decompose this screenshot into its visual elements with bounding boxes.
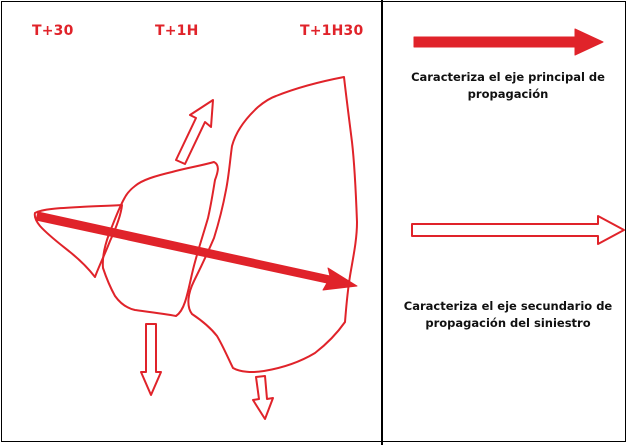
secondary-arrow-south-left — [140, 323, 162, 396]
legend-secondary-axis-text: Caracteriza el eje secundario de propaga… — [403, 299, 613, 330]
legend-main-axis-text: Caracteriza el eje principal de propagac… — [411, 70, 605, 101]
time-label-t30: T+30 — [32, 23, 74, 39]
time-label-t1h30: T+1H30 — [300, 23, 364, 39]
fire-perimeter-t1h — [101, 161, 219, 317]
secondary-arrow-south-right — [252, 375, 274, 420]
fire-perimeter-t1h30 — [187, 76, 358, 373]
secondary-arrow-north — [175, 99, 214, 165]
time-label-t1h: T+1H — [155, 23, 199, 39]
column-divider — [381, 0, 383, 445]
main-propagation-arrow — [35, 211, 358, 291]
legend-main-axis-arrow — [413, 28, 604, 56]
legend-secondary-axis-arrow — [411, 215, 625, 245]
